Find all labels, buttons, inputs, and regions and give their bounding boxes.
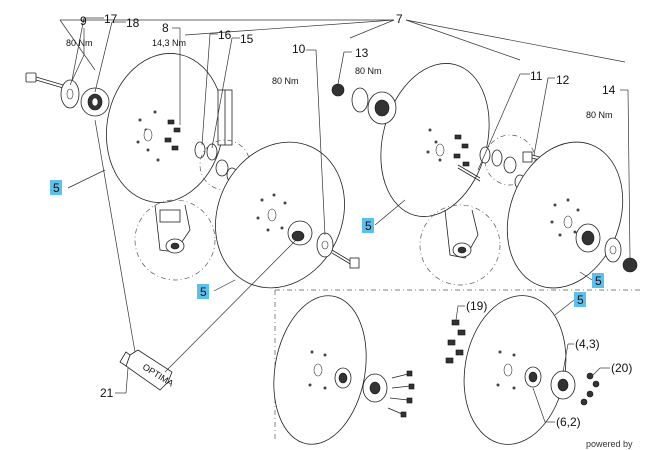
disc-assembly-upper-right xyxy=(331,63,490,217)
callout-14: 14 xyxy=(602,83,616,97)
torque-14: 80 Nm xyxy=(586,110,613,120)
svg-text:5: 5 xyxy=(577,293,584,307)
torque-labels: 80 Nm 14,3 Nm 80 Nm 80 Nm 80 Nm xyxy=(66,38,613,120)
callout-18: 18 xyxy=(126,16,140,30)
highlight-5-center: 5 xyxy=(197,284,209,299)
highlight-5-right: 5 xyxy=(592,273,604,288)
callout-12: 12 xyxy=(556,73,570,87)
callout-17: 17 xyxy=(104,12,118,26)
callout-7-leaders xyxy=(59,19,626,71)
disc-assembly-upper-left xyxy=(25,53,224,203)
inset-screws-19 xyxy=(445,319,466,364)
callout-15: 15 xyxy=(240,32,254,46)
callout-16: 16 xyxy=(218,28,232,42)
bolt-10 xyxy=(331,249,360,269)
svg-text:5: 5 xyxy=(200,285,207,299)
callout-20: (20) xyxy=(611,361,632,375)
arm-detail-left xyxy=(134,199,216,281)
torque-8: 14,3 Nm xyxy=(152,38,186,48)
nut-13 xyxy=(331,83,345,97)
inset-panel xyxy=(273,289,640,445)
callout-10: 10 xyxy=(292,42,306,56)
inset-bolts-left xyxy=(387,370,415,418)
highlight-5-left: 5 xyxy=(50,180,62,195)
highlight-5-upper-right: 5 xyxy=(362,218,374,233)
svg-text:5: 5 xyxy=(365,219,372,233)
hub-18 xyxy=(80,87,110,117)
disc-right xyxy=(506,141,638,289)
inset-nuts-20 xyxy=(580,372,600,406)
hub-right xyxy=(575,223,601,253)
nut-14 xyxy=(622,257,638,273)
svg-text:5: 5 xyxy=(53,181,60,195)
callout-11: 11 xyxy=(530,69,543,83)
disc-center xyxy=(215,141,360,289)
callout-13: 13 xyxy=(355,46,369,60)
svg-text:5: 5 xyxy=(595,274,602,288)
highlight-5-inset: 5 xyxy=(574,292,586,307)
hub-13 xyxy=(367,91,397,125)
torque-10: 80 Nm xyxy=(272,76,299,86)
callout-6-2: (6,2) xyxy=(556,415,581,429)
callout-leaders xyxy=(67,17,631,423)
callout-labels: 7 9 17 18 8 16 15 10 13 11 12 14 21 (19)… xyxy=(80,12,632,429)
bracket-16-15 xyxy=(194,89,251,191)
callout-21: 21 xyxy=(100,386,114,400)
screws-upper-right xyxy=(426,128,470,167)
callout-4-3: (4,3) xyxy=(575,337,600,351)
powered-by-text: powered by xyxy=(586,439,633,449)
disc-upper-left xyxy=(106,53,224,203)
callout-8: 8 xyxy=(162,21,169,35)
torque-9: 80 Nm xyxy=(66,38,93,48)
callout-9: 9 xyxy=(80,14,87,28)
callout-19: (19) xyxy=(466,299,487,313)
torque-13: 80 Nm xyxy=(355,66,382,76)
highlighted-callouts: 5 5 5 5 5 xyxy=(50,180,604,307)
callout-7: 7 xyxy=(396,12,403,26)
